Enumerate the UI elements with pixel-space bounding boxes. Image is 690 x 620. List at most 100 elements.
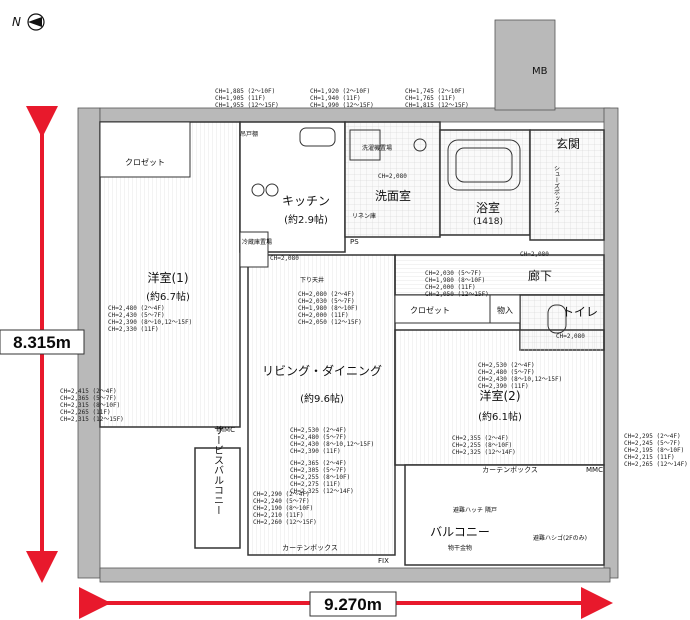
ceiling-note-single: CH=2,080 <box>378 173 407 180</box>
western1-name: 洋室(1) <box>148 270 189 285</box>
curtain-box1-label: カーテンボックス <box>282 544 338 552</box>
ceiling-note-west1-bay: CH=2,415 (2〜4F) CH=2,365 (5〜7F) CH=2,315… <box>60 388 124 423</box>
misc-labels: MB クロゼット クロゼット 物入 カーテンボックス カーテンボックス MMC … <box>125 66 603 565</box>
note-line: CH=2,480 (2〜4F) <box>108 305 165 312</box>
note-line: CH=2,080 (2〜4F) <box>298 291 355 298</box>
laundry-icon <box>349 129 381 161</box>
ceiling-note-living-low: CH=2,365 (2〜4F) CH=2,305 (5〜7F) CH=2,255… <box>290 460 354 495</box>
note-line: CH=1,815 (12〜15F) <box>405 102 469 109</box>
note-line: CH=2,295 (2〜4F) <box>624 433 681 440</box>
note-line: CH=2,330 (11F) <box>108 326 159 333</box>
note-line: CH=1,920 (2〜10F) <box>310 88 370 95</box>
height-label: 8.315m <box>13 333 71 352</box>
ceiling-note-west2-low: CH=2,355 (2〜4F) CH=2,255 (8〜10F) CH=2,32… <box>452 435 516 456</box>
note-line: CH=1,905 (11F) <box>215 95 266 102</box>
laundry-label: 洗濯機置場 <box>362 144 392 152</box>
mb-label: MB <box>532 66 548 77</box>
note-line: CH=1,955 (12〜15F) <box>215 102 279 109</box>
toilet-icon <box>547 304 567 334</box>
shoe-box-label: シューズボックス <box>553 165 560 213</box>
evac-hatch1-label: 避難ハッチ 隣戸 <box>453 506 497 514</box>
note-line: CH=2,255 (8〜10F) <box>290 474 350 481</box>
note-line: CH=2,260 (12〜15F) <box>253 519 317 526</box>
note-line: CH=2,290 (2〜4F) <box>253 491 310 498</box>
curtain-box2-label: カーテンボックス <box>482 466 538 474</box>
room-living <box>247 254 396 556</box>
ceiling-note-top-mid: CH=1,920 (2〜10F) CH=1,940 (11F) CH=1,990… <box>310 88 374 109</box>
note-line: CH=2,430 (5〜7F) <box>108 312 165 319</box>
note-line: CH=2,050 (12〜15F) <box>298 319 362 326</box>
note-line: CH=2,275 (11F) <box>290 481 341 488</box>
note-line: CH=2,305 (5〜7F) <box>290 467 347 474</box>
fixtures <box>251 127 567 334</box>
stove-icon <box>251 183 265 197</box>
ceiling-note-living-top: CH=2,080 (2〜4F) CH=2,030 (5〜7F) CH=1,980… <box>298 291 362 326</box>
room-entrance <box>529 129 605 241</box>
ceiling-note-single: CH=2,080 <box>270 255 299 262</box>
note-line: CH=2,480 (5〜7F) <box>290 434 347 441</box>
note-line: CH=2,390 (8〜10,12〜15F) <box>108 319 192 326</box>
living-name: リビング・ダイニング <box>262 363 382 378</box>
fix-label: FIX <box>378 557 389 565</box>
note-line: CH=1,990 (12〜15F) <box>310 102 374 109</box>
downturned-ceiling-label: 下り天井 <box>300 276 324 284</box>
note-line: CH=1,885 (2〜10F) <box>215 88 275 95</box>
washroom-name: 洗面室 <box>375 188 411 203</box>
western2-name: 洋室(2) <box>480 388 521 403</box>
note-line: CH=2,215 (11F) <box>624 454 675 461</box>
walls <box>77 19 619 583</box>
note-line: CH=1,745 (2〜10F) <box>405 88 465 95</box>
ceiling-note-west1: CH=2,480 (2〜4F) CH=2,430 (5〜7F) CH=2,390… <box>108 305 192 333</box>
linen-label: リネン庫 <box>352 212 376 220</box>
note-line: CH=2,390 (11F) <box>290 448 341 455</box>
western2-area: (約6.1帖) <box>478 410 522 423</box>
note-line: CH=1,765 (11F) <box>405 95 456 102</box>
ceiling-note-top-right: CH=1,745 (2〜10F) CH=1,765 (11F) CH=1,815… <box>405 88 469 109</box>
note-line: CH=2,325 (12〜14F) <box>452 449 516 456</box>
ceiling-note-corridor: CH=2,030 (5〜7F) CH=1,980 (8〜10F) CH=2,00… <box>425 270 489 298</box>
kitchen-area: (約2.9帖) <box>284 213 328 226</box>
kitchen-name: キッチン <box>282 194 330 208</box>
note-line: CH=2,190 (8〜10F) <box>253 505 313 512</box>
note-line: CH=2,430 (8〜10,12〜15F) <box>478 376 562 383</box>
bath-size: (1418) <box>473 217 503 227</box>
room-corridor <box>394 254 605 296</box>
living-area: (約9.6帖) <box>300 392 344 405</box>
bathtub-icon <box>447 139 521 191</box>
note-line: CH=2,390 (11F) <box>478 383 529 390</box>
ceiling-note-living-mid: CH=2,530 (2〜4F) CH=2,480 (5〜7F) CH=2,430… <box>290 427 374 455</box>
note-line: CH=2,530 (2〜4F) <box>478 362 535 369</box>
note-line: CH=2,245 (5〜7F) <box>624 440 681 447</box>
note-line: CH=2,365 (2〜4F) <box>290 460 347 467</box>
service-balcony-name: サービスバルコニー <box>212 425 224 515</box>
note-line: CH=2,265 (11F) <box>60 409 111 416</box>
storage-box <box>489 294 521 324</box>
dimension-width: 9.270m <box>79 587 613 619</box>
evac-hatch2-label: 避難ハシゴ(2Fのみ) <box>533 534 587 542</box>
note-line: CH=2,530 (2〜4F) <box>290 427 347 434</box>
ceiling-note-living-bottom: CH=2,290 (2〜4F) CH=2,240 (5〜7F) CH=2,190… <box>253 491 317 526</box>
mmc2-label: MMC <box>586 466 603 474</box>
room-labels: 洋室(1) (約6.7帖) キッチン (約2.9帖) 洗面室 浴室 (1418)… <box>146 136 598 539</box>
western1-area: (約6.7帖) <box>146 290 190 303</box>
note-line: CH=2,265 (12〜14F) <box>624 461 688 468</box>
rooms <box>99 121 605 566</box>
bathtub-inner-icon <box>455 147 513 183</box>
note-line: CH=2,365 (5〜7F) <box>60 395 117 402</box>
ceiling-note-top-left: CH=1,885 (2〜10F) CH=1,905 (11F) CH=1,955… <box>215 88 279 109</box>
closet1-box <box>99 121 191 178</box>
entrance-name: 玄関 <box>556 136 580 151</box>
kitchen-sink-icon <box>299 127 336 147</box>
ceiling-notes: CH=1,885 (2〜10F) CH=1,905 (11F) CH=1,955… <box>60 88 688 526</box>
note-line: CH=2,210 (11F) <box>253 512 304 519</box>
dimension-height: 8.315m <box>0 106 85 583</box>
note-line: CH=1,980 (8〜10F) <box>298 305 358 312</box>
note-line: CH=2,255 (8〜10F) <box>452 442 512 449</box>
note-line: CH=2,480 (5〜7F) <box>478 369 535 376</box>
mmc1-label: MMC <box>218 426 235 434</box>
note-line: CH=2,195 (8〜10F) <box>624 447 684 454</box>
balcony-name: バルコニー <box>430 525 490 539</box>
outdoor-storage-label: 物干金物 <box>448 544 472 552</box>
note-line: CH=2,030 (5〜7F) <box>298 298 355 305</box>
room-balcony <box>404 464 605 566</box>
